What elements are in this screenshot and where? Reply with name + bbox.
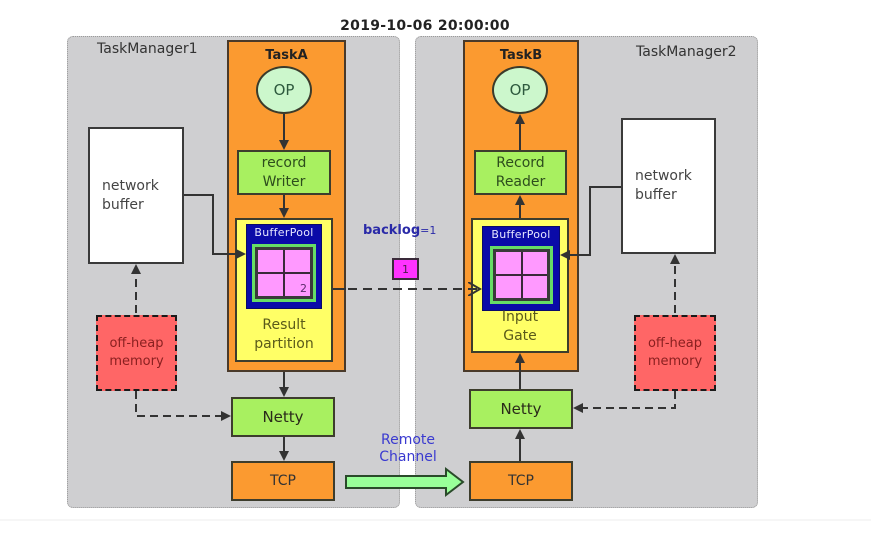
buffer-cell: 2 (285, 274, 310, 296)
buffer-cell (496, 252, 521, 274)
taskmanager2-title: TaskManager2 (636, 44, 737, 60)
in-flight-buffer-label: 1 (402, 262, 409, 276)
buffer-cell (285, 250, 310, 272)
task-b-buffer-frame (490, 246, 553, 304)
task-a-buffer-grid: 2 (255, 247, 313, 299)
record-reader: Record Reader (474, 150, 567, 195)
tm2-network-buffer-label: network buffer (635, 168, 692, 203)
task-a-buffer-frame: 2 (252, 244, 316, 302)
tm1-offheap-memory: off-heap memory (96, 315, 177, 391)
taskmanager1-title: TaskManager1 (97, 41, 198, 57)
task-a-op-label: OP (273, 81, 295, 99)
buffer-cell (258, 250, 283, 272)
task-a-op-node: OP (256, 66, 312, 114)
buffer-cell (496, 276, 521, 298)
tm2-offheap-memory: off-heap memory (634, 315, 716, 391)
tm2-offheap-label: off-heap memory (647, 336, 703, 369)
tm1-tcp-label: TCP (270, 473, 296, 489)
tm1-network-buffer: network buffer (88, 127, 184, 264)
in-flight-buffer: 1 (392, 258, 419, 280)
task-b-buffer-pool-label: BufferPool (491, 228, 551, 241)
task-b-op-label: OP (509, 81, 531, 99)
buffer-cell (258, 274, 283, 296)
tm1-network-buffer-label: network buffer (102, 177, 159, 213)
backlog-text: backlog (363, 223, 421, 238)
input-gate-label: Input Gate (501, 309, 539, 344)
record-writer-label: record Writer (261, 154, 307, 190)
timestamp: 2019-10-06 20:00:00 (340, 18, 510, 34)
record-writer: record Writer (237, 150, 331, 195)
backlog-label: backlog=1 (363, 223, 436, 238)
tm1-tcp: TCP (231, 461, 335, 501)
tm1-netty: Netty (231, 397, 335, 437)
buffer-cell (522, 252, 547, 274)
tm2-tcp: TCP (469, 461, 573, 501)
tm1-netty-label: Netty (262, 407, 304, 426)
record-reader-label: Record Reader (495, 154, 546, 190)
tm2-tcp-label: TCP (508, 473, 534, 489)
buffer-cell (522, 276, 547, 298)
result-partition-label: Result partition (254, 317, 314, 352)
backlog-value: =1 (420, 224, 437, 237)
tm2-network-buffer: network buffer (621, 118, 716, 254)
tm2-netty: Netty (469, 389, 573, 429)
task-a-buffer-pool-label: BufferPool (254, 226, 314, 239)
task-a-title: TaskA (265, 48, 308, 63)
remote-channel-label: Remote Channel (379, 432, 437, 465)
tm1-offheap-label: off-heap memory (109, 336, 164, 369)
task-b-title: TaskB (499, 48, 543, 63)
tm2-netty-label: Netty (500, 399, 542, 418)
task-b-buffer-grid (493, 249, 550, 301)
task-b-op-node: OP (492, 66, 548, 114)
